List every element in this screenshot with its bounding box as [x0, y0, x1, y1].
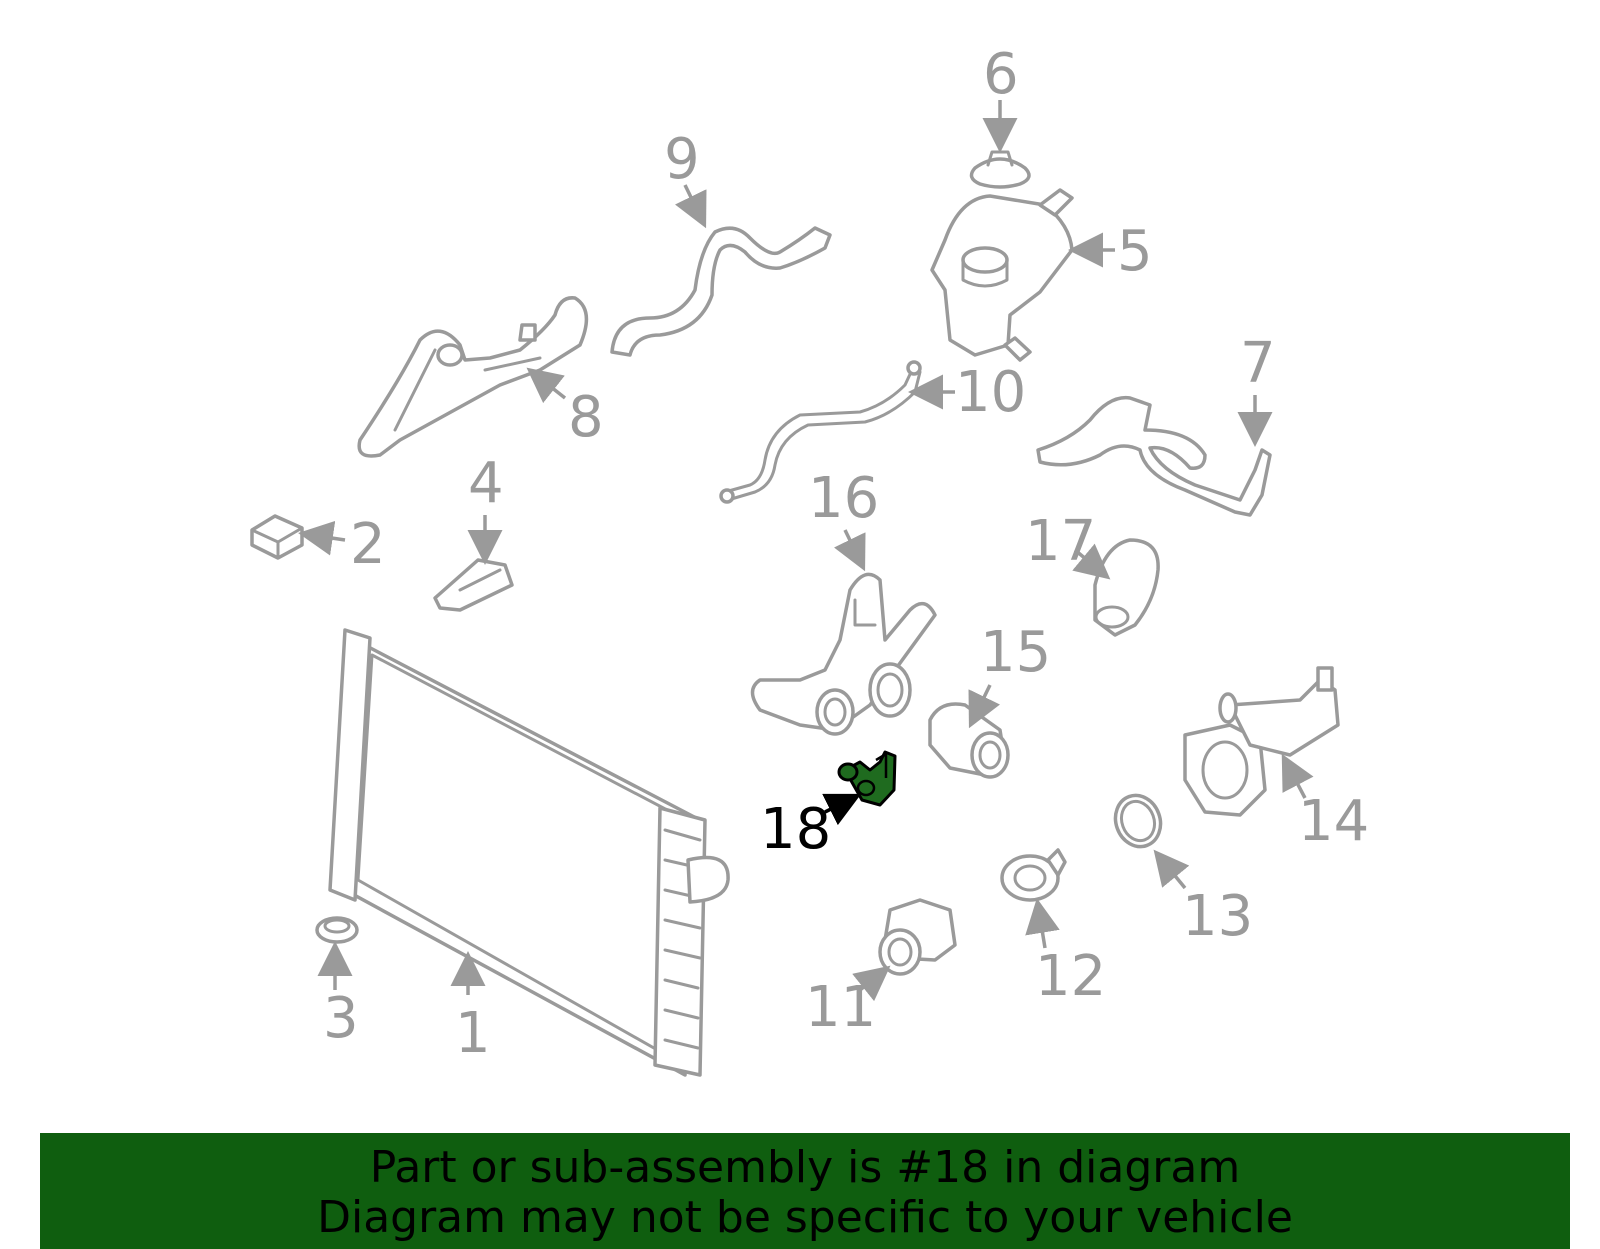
callout-17: 17: [1025, 509, 1111, 580]
svg-text:3: 3: [323, 986, 359, 1051]
part-thermostat-cover[interactable]: [878, 898, 957, 976]
svg-text:11: 11: [805, 975, 876, 1040]
callout-7: 7: [1237, 331, 1276, 447]
part-temperature-sensor-highlighted[interactable]: [837, 750, 897, 807]
part-thermostat-housing[interactable]: [750, 572, 937, 736]
callout-3: 3: [317, 941, 359, 1051]
part-radiator-bracket[interactable]: [433, 558, 514, 612]
callout-16: 16: [808, 466, 879, 572]
part-coolant-reservoir[interactable]: [930, 188, 1074, 362]
svg-text:16: 16: [808, 466, 879, 531]
part-water-outlet[interactable]: [1183, 666, 1340, 817]
svg-text:2: 2: [350, 512, 386, 577]
svg-text:18: 18: [760, 797, 831, 862]
svg-text:6: 6: [983, 42, 1019, 107]
svg-text:12: 12: [1035, 944, 1106, 1009]
part-radiator-hose[interactable]: [357, 296, 589, 458]
part-hose-fitting[interactable]: [928, 702, 1010, 779]
callout-11: 11: [805, 965, 891, 1040]
banner-line-1: Part or sub-assembly is #18 in diagram: [369, 1142, 1241, 1193]
svg-text:9: 9: [664, 127, 700, 192]
callout-2: 2: [298, 512, 386, 577]
part-coolant-tube[interactable]: [719, 360, 922, 504]
callout-9: 9: [664, 127, 707, 229]
part-thermostat[interactable]: [1000, 848, 1067, 902]
svg-text:4: 4: [468, 451, 504, 516]
part-bypass-hose[interactable]: [610, 226, 832, 357]
svg-text:1: 1: [455, 1001, 491, 1066]
callout-13: 13: [1153, 849, 1253, 949]
callout-18: 18: [760, 793, 862, 862]
callout-15: 15: [968, 620, 1051, 729]
part-outlet-elbow[interactable]: [1093, 538, 1160, 637]
callout-12: 12: [1025, 898, 1106, 1009]
svg-text:7: 7: [1240, 331, 1276, 396]
svg-text:14: 14: [1298, 789, 1369, 854]
part-reservoir-cap[interactable]: [969, 150, 1031, 189]
svg-text:15: 15: [980, 620, 1051, 685]
part-bracket-pad[interactable]: [250, 514, 304, 560]
part-drain-plug[interactable]: [315, 916, 359, 944]
part-radiator[interactable]: [328, 628, 730, 1077]
callout-10: 10: [908, 360, 1026, 425]
part-o-ring[interactable]: [1108, 789, 1167, 853]
callout-4: 4: [467, 451, 504, 565]
info-banner: Part or sub-assembly is #18 in diagram D…: [40, 1133, 1570, 1249]
callout-5: 5: [1068, 219, 1153, 284]
svg-text:8: 8: [568, 385, 604, 450]
svg-text:5: 5: [1117, 219, 1153, 284]
svg-text:13: 13: [1182, 884, 1253, 949]
parts-diagram: 1 2 3 4 5: [250, 42, 1369, 1077]
banner-line-2: Diagram may not be specific to your vehi…: [317, 1192, 1293, 1243]
part-heater-hose[interactable]: [1036, 395, 1272, 517]
callout-14: 14: [1281, 753, 1369, 854]
callout-6: 6: [982, 42, 1019, 153]
svg-text:17: 17: [1025, 509, 1096, 574]
callout-1: 1: [450, 951, 491, 1066]
callout-8: 8: [526, 367, 604, 450]
svg-text:10: 10: [955, 360, 1026, 425]
